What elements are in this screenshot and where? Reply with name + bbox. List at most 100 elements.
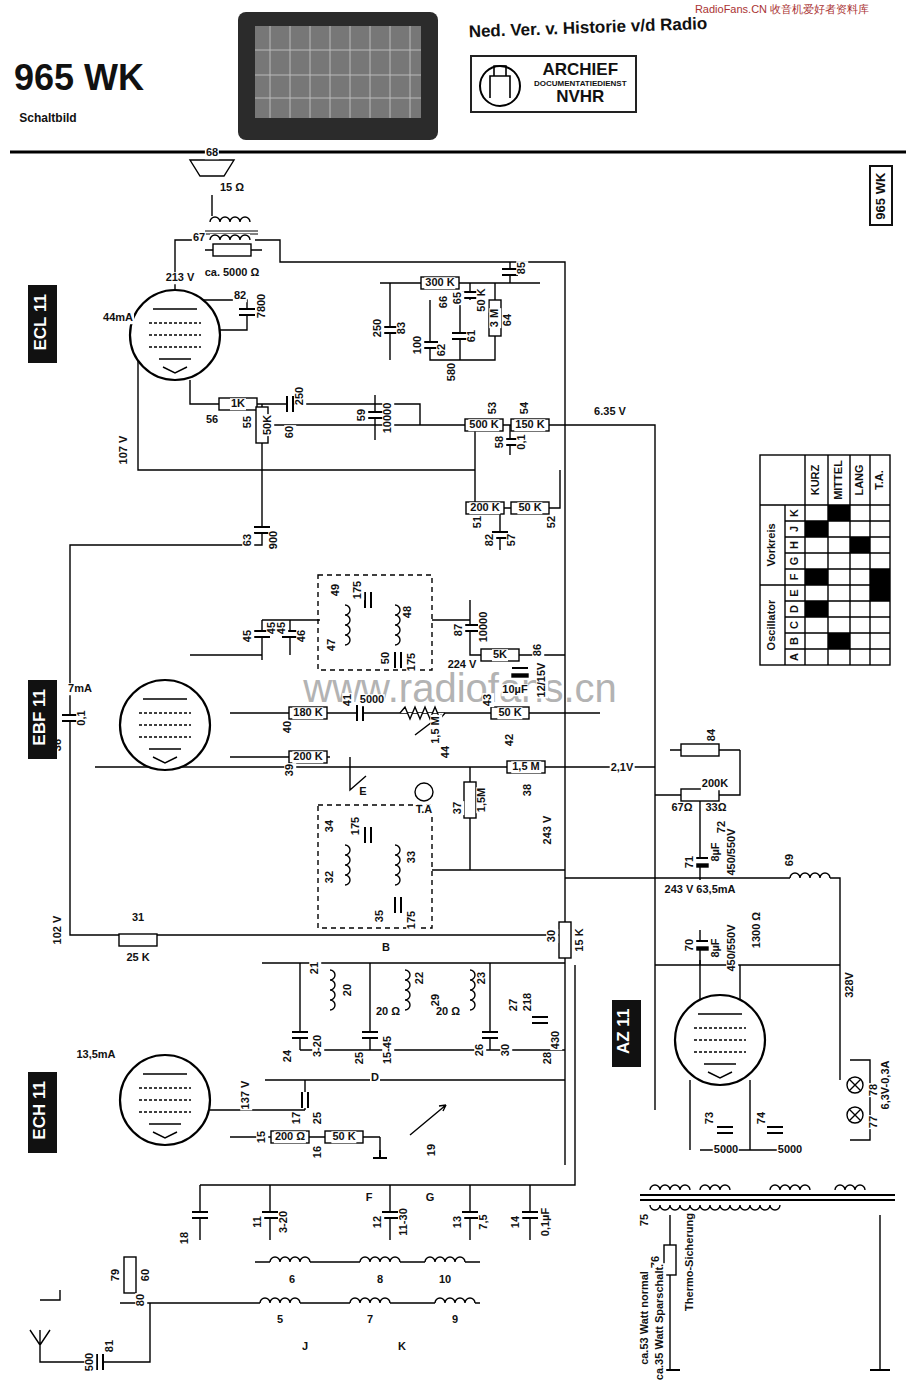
callout-label: 30	[500, 1043, 512, 1057]
wire-path	[205, 195, 262, 250]
callout-label: 38	[522, 783, 534, 797]
component-symbol	[717, 1127, 733, 1133]
component-symbol	[466, 502, 504, 514]
wire-path	[205, 231, 258, 234]
callout-label: 25 K	[125, 952, 150, 964]
callout-label: 40	[282, 720, 294, 734]
callout-label: 63	[242, 533, 254, 547]
callout-label: 250	[372, 318, 384, 338]
callout-label: 8	[376, 1274, 384, 1286]
callout-label: 29	[430, 993, 442, 1007]
component-symbol	[511, 419, 549, 431]
callout-label: 10000	[478, 611, 490, 644]
callout-label: H	[789, 540, 801, 550]
tube-label: ECL 11	[28, 285, 57, 363]
callout-label: 60	[140, 1268, 152, 1282]
callout-label: 65	[452, 291, 464, 305]
wire-path	[262, 963, 565, 1050]
component-symbol	[287, 396, 293, 412]
callout-label: 74	[756, 1111, 768, 1125]
callout-label: 12	[372, 1215, 384, 1229]
callout-label: 3 M	[489, 308, 501, 328]
callout-label: 46	[296, 629, 308, 643]
callout-label: 50 K	[331, 1131, 356, 1143]
callout-label: 53	[487, 401, 499, 415]
component-symbol	[325, 1131, 363, 1143]
callout-label: 15-45	[382, 1035, 394, 1065]
component-symbol	[124, 1257, 136, 1293]
component-symbol	[120, 1055, 210, 1145]
table-grid	[760, 455, 890, 665]
rule-line	[10, 151, 906, 154]
archive-stamp: ARCHIEFDOCUMENTATIEDIENSTNVHR	[470, 55, 637, 113]
callout-label: K	[789, 508, 801, 518]
callout-label: Oscillator	[766, 599, 778, 652]
component-symbol	[435, 1297, 475, 1304]
callout-label: 1,5 M	[511, 761, 541, 773]
component-symbol	[532, 1017, 548, 1023]
component-symbol	[681, 789, 719, 801]
callout-label: 175	[406, 910, 418, 930]
callout-label: 16	[312, 1145, 324, 1159]
callout-label: K	[397, 1341, 407, 1353]
component-symbol	[559, 922, 571, 958]
wire-path	[850, 1060, 870, 1140]
component-symbol	[360, 1256, 400, 1263]
callout-label: 75	[639, 1213, 651, 1227]
callout-label: 10	[438, 1274, 452, 1286]
callout-label: B	[381, 942, 391, 954]
callout-label: 67	[192, 232, 206, 244]
callout-label: 39	[284, 763, 296, 777]
callout-label: E	[358, 786, 367, 798]
callout-label: 57	[506, 533, 518, 547]
wire-path	[660, 1369, 890, 1371]
callout-label: 83	[396, 321, 408, 335]
callout-label: 500	[84, 1352, 96, 1372]
component-symbol	[464, 782, 476, 818]
callout-label: LANG	[854, 463, 866, 496]
callout-label: 79	[110, 1268, 122, 1282]
component-symbol	[425, 1256, 465, 1263]
component-symbol	[481, 649, 519, 661]
callout-label: 5000	[359, 694, 385, 706]
callout-label: 35	[374, 909, 386, 923]
callout-label: 107 V	[118, 435, 130, 466]
callout-label: 0,1	[76, 709, 88, 726]
callout-label: 81	[104, 1339, 116, 1353]
callout-label: 19	[426, 1143, 438, 1157]
callout-label: RadioFans.CN 收音机爱好者资料库	[694, 4, 870, 16]
callout-label: 218	[522, 992, 534, 1012]
callout-label: 137 V	[240, 1080, 252, 1111]
callout-label: 59	[356, 408, 368, 422]
callout-label: 500 K	[468, 419, 499, 431]
rect-shape	[828, 633, 850, 649]
wire-path	[390, 283, 495, 360]
component-symbol	[469, 970, 476, 1010]
callout-label: 44mA	[102, 312, 134, 324]
callout-label: 56	[205, 414, 219, 426]
callout-label: Schaltbild	[18, 112, 77, 125]
callout-label: 20	[342, 983, 354, 997]
callout-label: 52	[546, 515, 558, 529]
header-art	[10, 12, 906, 152]
callout-label: D	[789, 604, 801, 614]
callout-label: 450/550V	[726, 827, 738, 876]
node-text: DOCUMENTATIEDIENST	[534, 80, 627, 89]
callout-label: 68	[205, 147, 219, 159]
component-symbol	[97, 1354, 103, 1370]
callout-label: 180 K	[292, 707, 323, 719]
wire-path	[190, 160, 234, 176]
callout-label: 45	[276, 621, 288, 635]
component-symbol	[302, 1092, 308, 1108]
callout-label: 5K	[492, 649, 508, 661]
component-symbol	[210, 234, 250, 241]
component-symbol	[394, 845, 401, 885]
callout-label: T.A	[415, 804, 434, 816]
callout-label: 80	[135, 1293, 147, 1307]
wire-path	[270, 1185, 530, 1240]
callout-label: 25	[354, 1051, 366, 1065]
callout-label: 50K	[262, 414, 274, 436]
callout-label: T.A.	[874, 469, 886, 491]
callout-label: 20 Ω	[375, 1006, 401, 1018]
callout-label: 8µF	[710, 937, 722, 958]
